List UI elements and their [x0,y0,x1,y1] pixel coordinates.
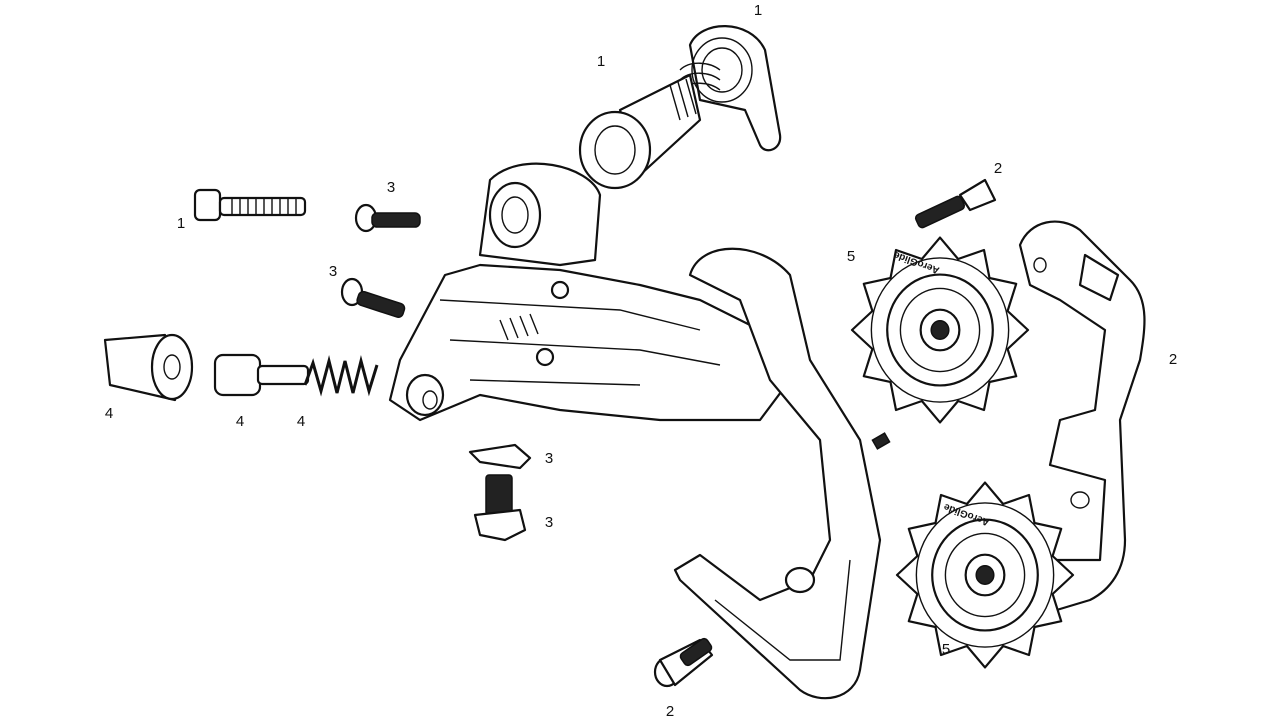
lower-pulley-part [895,481,1075,669]
hanger-tab-part [679,25,782,152]
callout-pulley-bolt-top: 2 [994,160,1002,177]
callout-barrel-adjuster: 4 [236,413,244,430]
pulley-bolt-top-part [914,178,997,229]
cable-clamp-washer-part [468,443,532,470]
callout-bushing: 1 [597,53,605,70]
callout-lower-pulley: 5 [942,641,950,658]
callout-pulley-bolt-bottom: 2 [666,703,674,720]
barrel-spring-part [303,355,379,397]
limit-screw-upper-part [354,203,421,233]
cage-arm-part [673,247,891,700]
upper-pulley-part [850,236,1030,424]
pulley-bolt-bottom-part [653,637,714,688]
callout-limit-screw-upper: 3 [387,179,395,196]
callout-upper-pulley: 5 [847,248,855,265]
cage-plate-part [1018,220,1146,617]
callout-mounting-bolt: 1 [177,215,185,232]
callout-cable-clamp-washer: 3 [545,450,553,467]
callout-cable-clamp-bolt: 3 [545,514,553,531]
callout-cage-plate: 2 [1169,351,1177,368]
barrel-adjuster-part [213,353,310,397]
derailleur-body-part [388,162,792,422]
callout-hanger-bolt-top: 1 [754,2,762,19]
bushing-part [578,73,702,190]
callout-barrel-spring: 4 [297,413,305,430]
callout-limit-screw-lower: 3 [329,263,337,280]
limit-screw-lower-part [340,277,406,318]
mounting-bolt-part [193,188,307,222]
barrel-adjuster-cap-part [103,333,194,402]
cable-clamp-bolt-part [473,474,527,542]
callout-barrel-cap: 4 [105,405,113,422]
